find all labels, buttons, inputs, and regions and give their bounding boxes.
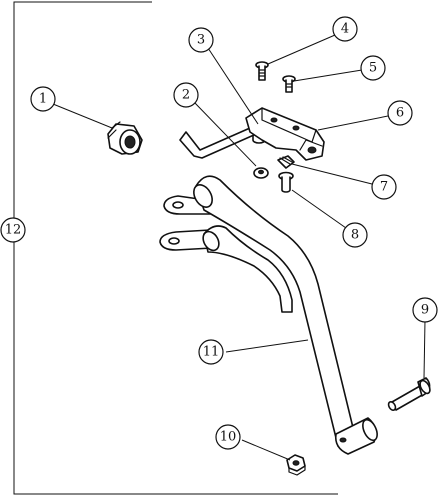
leader-lines bbox=[52, 34, 426, 461]
callout-7: 7 bbox=[371, 174, 397, 200]
part-6-lever-bracket bbox=[179, 107, 325, 161]
part-10-nut bbox=[286, 454, 306, 476]
callout-11-label: 11 bbox=[203, 345, 220, 360]
part-2-nut bbox=[253, 167, 269, 179]
callout-3-label: 3 bbox=[197, 33, 205, 48]
callout-12: 12 bbox=[0, 217, 26, 243]
callout-1-label: 1 bbox=[39, 92, 47, 107]
callout-6-label: 6 bbox=[396, 106, 404, 121]
callout-2-label: 2 bbox=[182, 88, 190, 103]
part-4-screw bbox=[255, 61, 269, 81]
callout-11: 11 bbox=[198, 339, 224, 365]
callout-5-label: 5 bbox=[369, 61, 377, 76]
part-5-screw bbox=[282, 75, 296, 93]
callout-10-label: 10 bbox=[220, 430, 237, 445]
part-7-spring-pin bbox=[277, 155, 295, 169]
callout-8: 8 bbox=[342, 222, 368, 248]
callout-4-label: 4 bbox=[341, 22, 349, 37]
part-1-bushing bbox=[107, 121, 143, 155]
part-8-rivet bbox=[278, 171, 294, 193]
callout-1: 1 bbox=[30, 86, 56, 112]
callout-3: 3 bbox=[188, 27, 214, 53]
callout-6: 6 bbox=[387, 100, 413, 126]
callout-4: 4 bbox=[332, 16, 358, 42]
part-11-tube-frame bbox=[159, 175, 378, 455]
callout-12-label: 12 bbox=[5, 223, 22, 238]
callout-7-label: 7 bbox=[380, 180, 388, 195]
callout-10: 10 bbox=[215, 424, 241, 450]
assembly-bracket-frame bbox=[13, 1, 338, 495]
callout-9-label: 9 bbox=[421, 303, 429, 318]
part-9-bolt bbox=[387, 377, 431, 411]
callout-8-label: 8 bbox=[351, 228, 359, 243]
callout-2: 2 bbox=[173, 82, 199, 108]
callout-9: 9 bbox=[412, 297, 438, 323]
callout-5: 5 bbox=[360, 55, 386, 81]
